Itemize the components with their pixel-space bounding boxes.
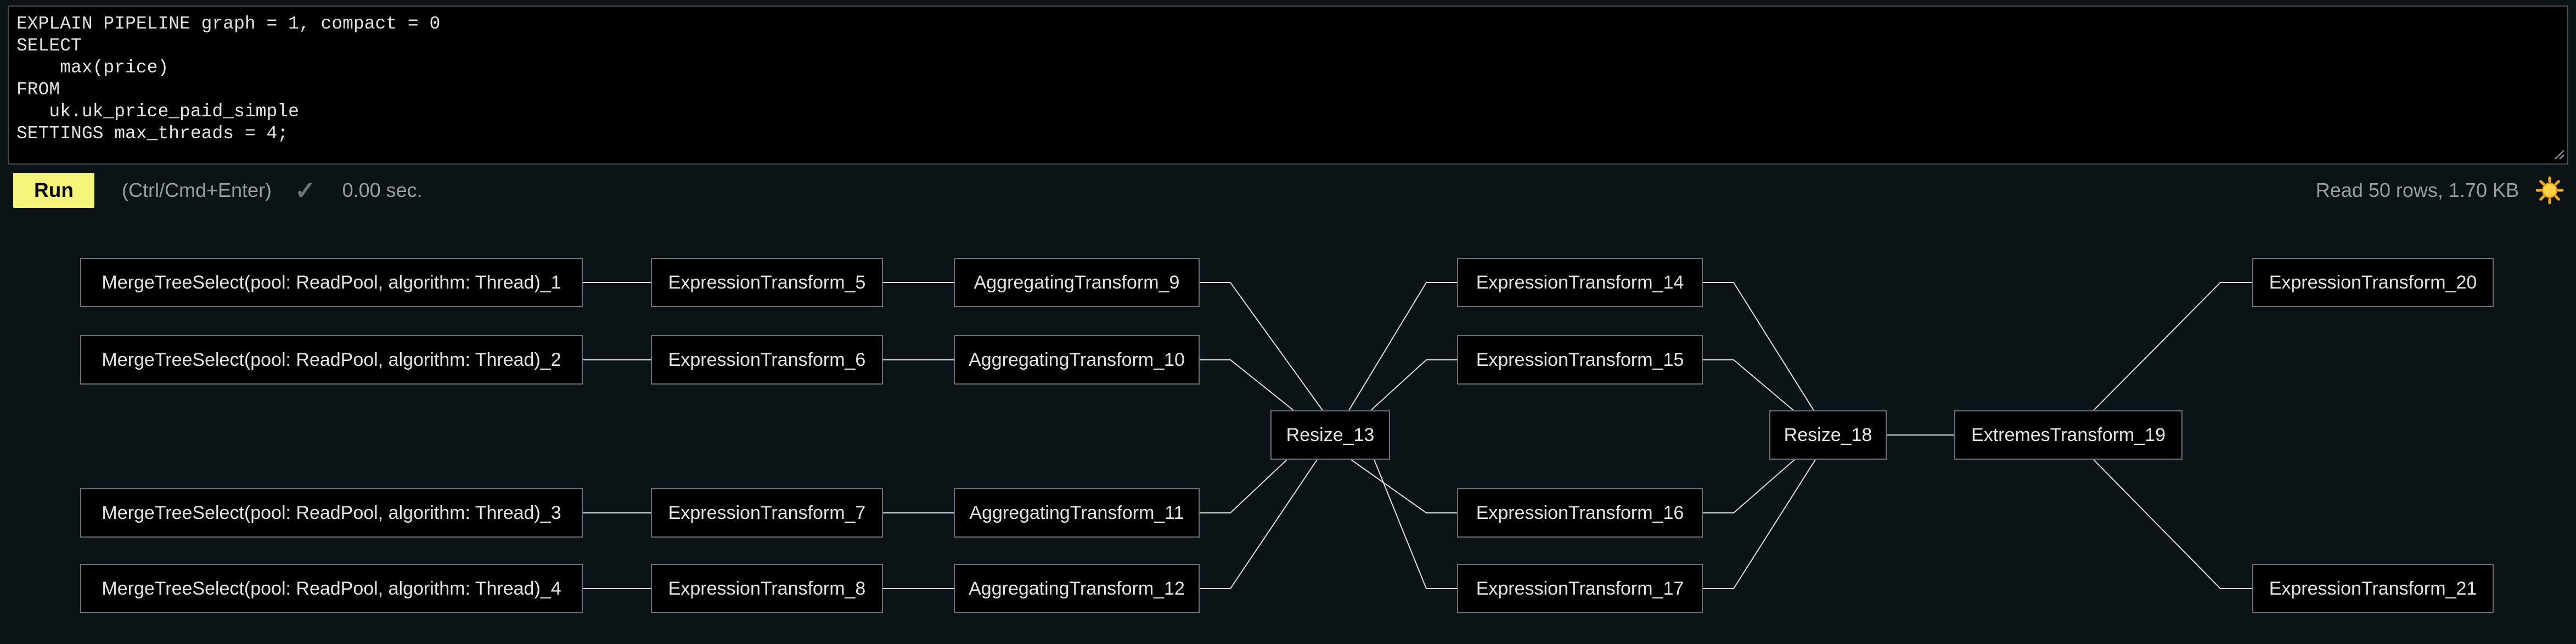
node-expressiontransform-21: ExpressionTransform_21 [2252,564,2494,613]
node-resize-18: Resize_18 [1769,410,1887,460]
node-mergetreeselect-1: MergeTreeSelect(pool: ReadPool, algorith… [80,258,583,307]
node-expressiontransform-17: ExpressionTransform_17 [1457,564,1703,613]
toolbar: Run (Ctrl/Cmd+Enter) ✓ 0.00 sec. Read 50… [0,173,2576,208]
resize-grip-icon[interactable] [2551,146,2566,161]
node-extremestransform-19: ExtremesTransform_19 [1954,410,2183,460]
node-expressiontransform-5: ExpressionTransform_5 [651,258,883,307]
node-aggregatingtransform-9: AggregatingTransform_9 [954,258,1200,307]
theme-toggle-button[interactable] [2535,176,2564,205]
node-expressiontransform-15: ExpressionTransform_15 [1457,335,1703,385]
success-check-icon: ✓ [295,176,316,205]
elapsed-time: 0.00 sec. [342,179,423,201]
node-aggregatingtransform-10: AggregatingTransform_10 [954,335,1200,385]
node-mergetreeselect-2: MergeTreeSelect(pool: ReadPool, algorith… [80,335,583,385]
node-aggregatingtransform-11: AggregatingTransform_11 [954,488,1200,538]
node-expressiontransform-7: ExpressionTransform_7 [651,488,883,538]
run-button[interactable]: Run [13,173,94,208]
shortcut-hint: (Ctrl/Cmd+Enter) [122,179,272,201]
node-expressiontransform-16: ExpressionTransform_16 [1457,488,1703,538]
read-stats: Read 50 rows, 1.70 KB [2315,179,2519,201]
node-expressiontransform-8: ExpressionTransform_8 [651,564,883,613]
node-expressiontransform-20: ExpressionTransform_20 [2252,258,2494,307]
sun-icon [2535,176,2564,205]
node-expressiontransform-14: ExpressionTransform_14 [1457,258,1703,307]
sql-editor[interactable]: EXPLAIN PIPELINE graph = 1, compact = 0 … [8,5,2568,165]
node-mergetreeselect-3: MergeTreeSelect(pool: ReadPool, algorith… [80,488,583,538]
node-mergetreeselect-4: MergeTreeSelect(pool: ReadPool, algorith… [80,564,583,613]
node-resize-13: Resize_13 [1270,410,1390,460]
node-aggregatingtransform-12: AggregatingTransform_12 [954,564,1200,613]
node-expressiontransform-6: ExpressionTransform_6 [651,335,883,385]
